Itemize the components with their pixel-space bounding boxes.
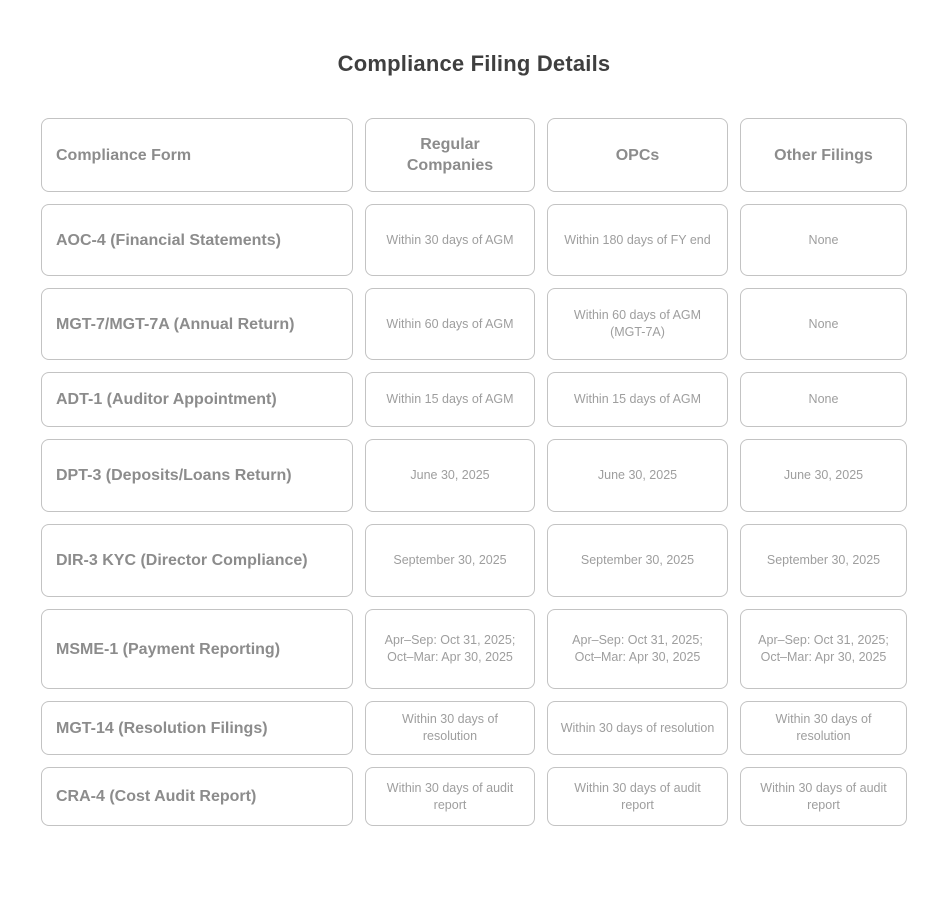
cell-text: Within 30 days of audit report bbox=[760, 780, 887, 812]
cell-text: Within 180 days of FY end bbox=[564, 232, 711, 247]
cell-text: None bbox=[808, 316, 839, 331]
cell-other-filings: June 30, 2025 bbox=[740, 439, 907, 512]
cell-text: MSME-1 (Payment Reporting) bbox=[56, 640, 281, 658]
table-row: MGT-7/MGT-7A (Annual Return) Within 60 d… bbox=[41, 288, 907, 360]
cell-text: AOC-4 (Financial Statements) bbox=[56, 231, 281, 249]
cell-form-name: MGT-14 (Resolution Filings) bbox=[41, 701, 353, 755]
cell-opcs: Within 15 days of AGM bbox=[547, 372, 728, 427]
cell-text: Within 30 days of audit report bbox=[386, 780, 514, 812]
cell-text: Within 30 days of AGM bbox=[386, 232, 514, 247]
cell-opcs: September 30, 2025 bbox=[547, 524, 728, 597]
cell-text: MGT-7/MGT-7A (Annual Return) bbox=[56, 315, 295, 333]
cell-other-filings: Within 30 days of audit report bbox=[740, 767, 907, 826]
cell-text: September 30, 2025 bbox=[766, 553, 881, 567]
cell-text: None bbox=[808, 232, 839, 247]
cell-text: June 30, 2025 bbox=[410, 468, 490, 482]
cell-text: Within 15 days of AGM bbox=[573, 392, 702, 406]
cell-opcs: Within 30 days of resolution bbox=[547, 701, 728, 755]
cell-text: Apr–Sep: Oct 31, 2025; Oct–Mar: Apr 30, … bbox=[572, 633, 703, 664]
table-row: CRA-4 (Cost Audit Report) Within 30 days… bbox=[41, 767, 907, 826]
table-row: MGT-14 (Resolution Filings) Within 30 da… bbox=[41, 701, 907, 755]
column-header-compliance-form: Compliance Form bbox=[41, 118, 353, 192]
column-header-label: Regular Companies bbox=[406, 136, 494, 174]
compliance-filing-table: Compliance Form Regular Companies OPCs O… bbox=[41, 118, 907, 826]
table-row: DIR-3 KYC (Director Compliance) Septembe… bbox=[41, 524, 907, 597]
table-row: ADT-1 (Auditor Appointment) Within 15 da… bbox=[41, 372, 907, 427]
cell-text: None bbox=[808, 392, 839, 406]
column-header-opcs: OPCs bbox=[547, 118, 728, 192]
cell-text: DPT-3 (Deposits/Loans Return) bbox=[56, 467, 292, 484]
column-header-label: OPCs bbox=[615, 146, 660, 164]
cell-text: Within 30 days of resolution bbox=[560, 720, 715, 735]
cell-text: June 30, 2025 bbox=[597, 468, 678, 482]
cell-other-filings: Apr–Sep: Oct 31, 2025; Oct–Mar: Apr 30, … bbox=[740, 609, 907, 689]
cell-text: Within 30 days of audit report bbox=[574, 780, 701, 812]
cell-text: DIR-3 KYC (Director Compliance) bbox=[56, 552, 308, 569]
cell-other-filings: Within 30 days of resolution bbox=[740, 701, 907, 755]
cell-form-name: MGT-7/MGT-7A (Annual Return) bbox=[41, 288, 353, 360]
table-row: DPT-3 (Deposits/Loans Return) June 30, 2… bbox=[41, 439, 907, 512]
cell-text: Within 15 days of AGM bbox=[386, 392, 514, 406]
cell-form-name: AOC-4 (Financial Statements) bbox=[41, 204, 353, 276]
column-header-label: Compliance Form bbox=[56, 146, 192, 164]
column-header-other-filings: Other Filings bbox=[740, 118, 907, 192]
cell-regular-companies: Within 15 days of AGM bbox=[365, 372, 535, 427]
table-row: AOC-4 (Financial Statements) Within 30 d… bbox=[41, 204, 907, 276]
cell-text: June 30, 2025 bbox=[783, 468, 864, 482]
cell-form-name: DIR-3 KYC (Director Compliance) bbox=[41, 524, 353, 597]
cell-text: Within 30 days of resolution bbox=[402, 712, 498, 743]
cell-opcs: Within 30 days of audit report bbox=[547, 767, 728, 826]
cell-regular-companies: Apr–Sep: Oct 31, 2025; Oct–Mar: Apr 30, … bbox=[365, 609, 535, 689]
cell-form-name: CRA-4 (Cost Audit Report) bbox=[41, 767, 353, 826]
cell-regular-companies: Within 30 days of audit report bbox=[365, 767, 535, 826]
cell-text: Apr–Sep: Oct 31, 2025; Oct–Mar: Apr 30, … bbox=[758, 633, 889, 664]
cell-opcs: Apr–Sep: Oct 31, 2025; Oct–Mar: Apr 30, … bbox=[547, 609, 728, 689]
cell-regular-companies: Within 30 days of AGM bbox=[365, 204, 535, 276]
cell-form-name: MSME-1 (Payment Reporting) bbox=[41, 609, 353, 689]
cell-regular-companies: June 30, 2025 bbox=[365, 439, 535, 512]
cell-text: September 30, 2025 bbox=[580, 553, 695, 567]
cell-text: CRA-4 (Cost Audit Report) bbox=[56, 788, 257, 805]
cell-text: September 30, 2025 bbox=[393, 553, 507, 567]
cell-text: ADT-1 (Auditor Appointment) bbox=[56, 391, 277, 408]
cell-text: Apr–Sep: Oct 31, 2025; Oct–Mar: Apr 30, … bbox=[384, 633, 516, 664]
column-header-regular-companies: Regular Companies bbox=[365, 118, 535, 192]
cell-opcs: June 30, 2025 bbox=[547, 439, 728, 512]
cell-form-name: DPT-3 (Deposits/Loans Return) bbox=[41, 439, 353, 512]
cell-text: MGT-14 (Resolution Filings) bbox=[56, 719, 268, 737]
cell-opcs: Within 60 days of AGM (MGT-7A) bbox=[547, 288, 728, 360]
cell-other-filings: None bbox=[740, 204, 907, 276]
cell-other-filings: None bbox=[740, 372, 907, 427]
cell-text: Within 60 days of AGM (MGT-7A) bbox=[573, 308, 702, 339]
cell-other-filings: September 30, 2025 bbox=[740, 524, 907, 597]
cell-other-filings: None bbox=[740, 288, 907, 360]
cell-form-name: ADT-1 (Auditor Appointment) bbox=[41, 372, 353, 427]
table-header-row: Compliance Form Regular Companies OPCs O… bbox=[41, 118, 907, 192]
cell-opcs: Within 180 days of FY end bbox=[547, 204, 728, 276]
cell-regular-companies: Within 30 days of resolution bbox=[365, 701, 535, 755]
table-row: MSME-1 (Payment Reporting) Apr–Sep: Oct … bbox=[41, 609, 907, 689]
cell-regular-companies: Within 60 days of AGM bbox=[365, 288, 535, 360]
cell-regular-companies: September 30, 2025 bbox=[365, 524, 535, 597]
cell-text: Within 30 days of resolution bbox=[775, 712, 872, 743]
column-header-label: Other Filings bbox=[774, 146, 873, 164]
page-title: Compliance Filing Details bbox=[337, 51, 611, 76]
cell-text: Within 60 days of AGM bbox=[386, 316, 514, 331]
